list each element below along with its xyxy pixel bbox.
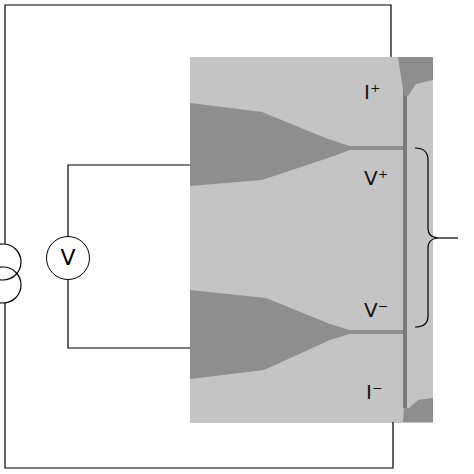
- nanowire: [403, 72, 407, 408]
- current-source-symbol: [0, 267, 21, 303]
- wire: [68, 165, 190, 236]
- terminal-label: I⁻: [366, 382, 382, 402]
- micrograph: [190, 57, 433, 423]
- voltage-electrode: [190, 290, 405, 379]
- meter-symbol: V: [60, 247, 75, 269]
- wire: [68, 280, 190, 348]
- voltmeter-circle: V: [46, 236, 90, 280]
- wire: [5, 5, 391, 244]
- terminal-label: V⁺: [364, 168, 388, 188]
- terminal-label: V⁻: [364, 300, 388, 320]
- current-pad: [403, 398, 433, 422]
- leader-line: [440, 237, 458, 238]
- bracket: [415, 148, 440, 327]
- current-pad: [398, 57, 433, 96]
- wire: [5, 303, 393, 468]
- terminal-label: I⁺: [364, 82, 380, 102]
